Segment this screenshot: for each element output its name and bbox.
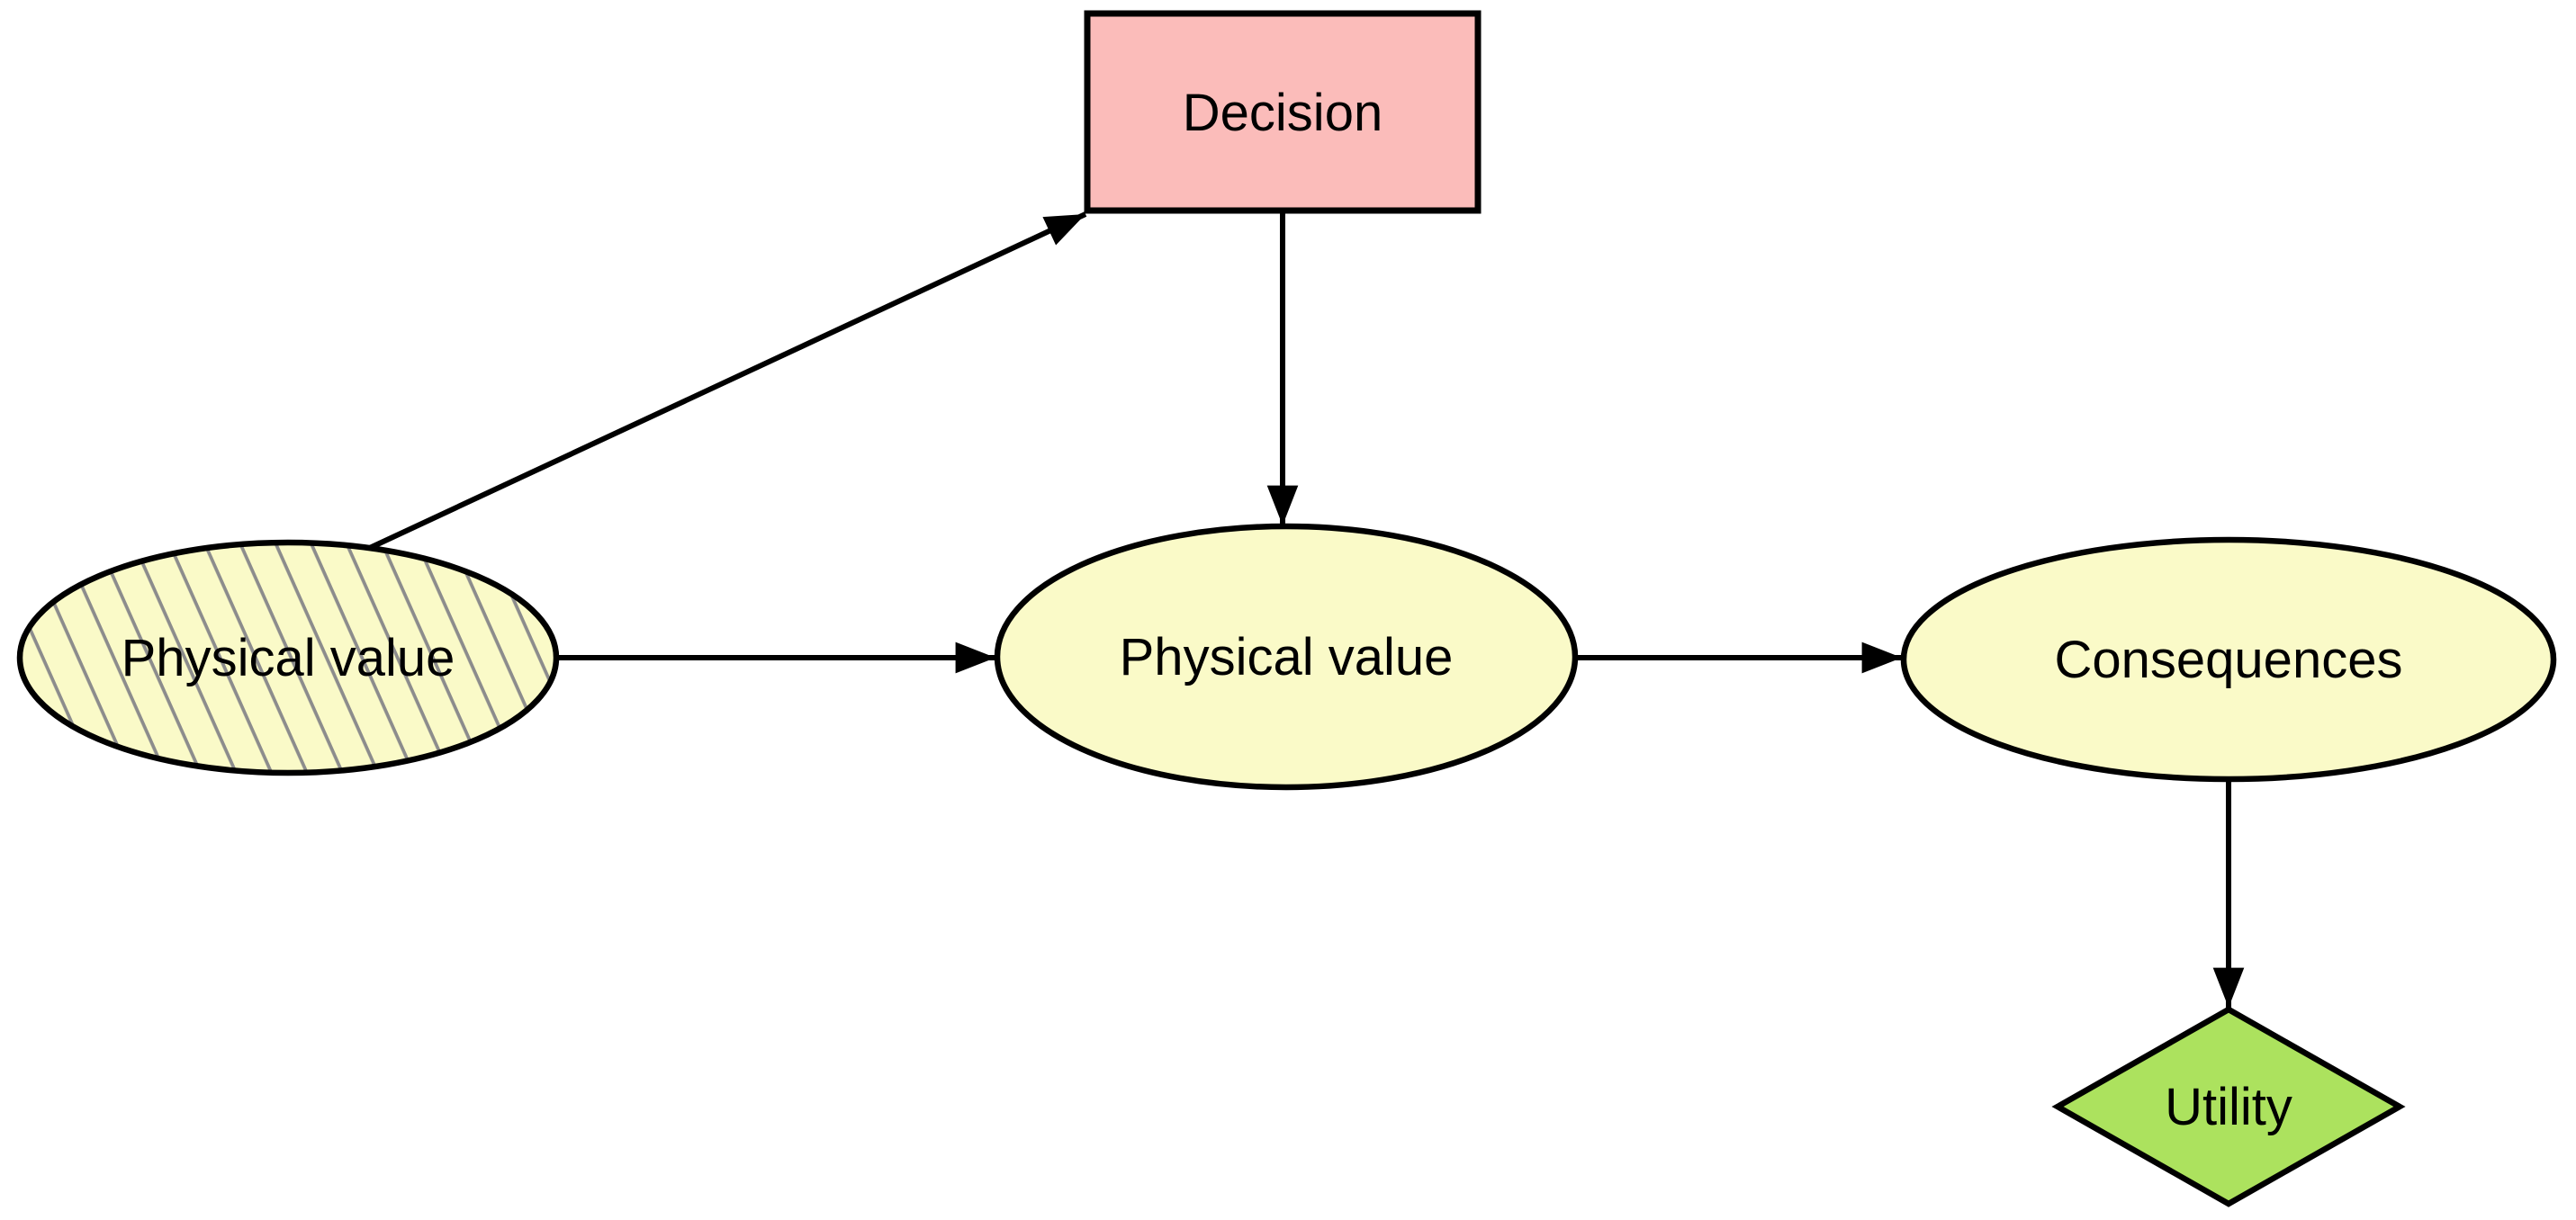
node-decision: Decision	[1084, 10, 1482, 214]
chance-ellipse-shape	[1900, 536, 2557, 783]
node-label: Utility	[2165, 1078, 2292, 1136]
node-physical-value: Physical value	[994, 523, 1579, 791]
node-label: Consequences	[2055, 631, 2403, 689]
edges-layer	[358, 211, 2245, 1008]
chance-ellipse-shape	[994, 523, 1579, 791]
node-consequences: Consequences	[1900, 536, 2557, 783]
edge-physical-value-hatched-to-decision	[358, 211, 1087, 555]
utility-diamond-shape	[2051, 1006, 2406, 1207]
node-label: Decision	[1183, 84, 1383, 142]
node-physical-value-hatched: Physical value	[16, 539, 560, 776]
node-label: Physical value	[1120, 628, 1454, 686]
node-label: Physical value	[122, 629, 455, 687]
decision-rect-shape	[1084, 10, 1482, 214]
hatched-ellipse-shape	[16, 539, 560, 776]
node-utility: Utility	[2051, 1006, 2406, 1207]
